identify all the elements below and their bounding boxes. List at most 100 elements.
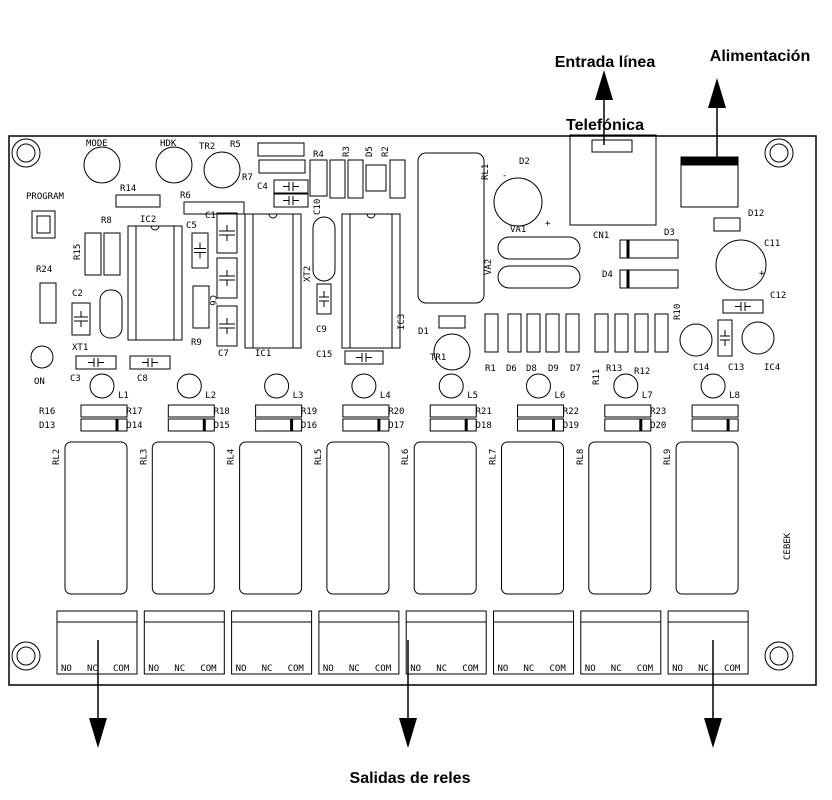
label-rl1: RL1 bbox=[481, 164, 491, 180]
crystal-oscillator bbox=[99, 289, 123, 339]
resistor-r17 bbox=[167, 404, 215, 418]
mount-hole-bl-inner bbox=[16, 646, 36, 666]
diode-d14 bbox=[167, 418, 215, 432]
hdk-button bbox=[155, 146, 193, 184]
d8-diode bbox=[526, 313, 541, 353]
label-d8: D8 bbox=[526, 364, 537, 374]
callout-power: Alimentación bbox=[709, 48, 811, 65]
terminal-no-4: NO bbox=[323, 664, 334, 674]
on-led bbox=[30, 345, 54, 369]
resistor-r21 bbox=[517, 404, 564, 418]
r3b-resistor bbox=[347, 159, 364, 199]
tr1-transistor bbox=[433, 333, 471, 371]
callout-phone-line-line1: Entrada línea bbox=[554, 54, 656, 71]
terminal-com-1: COM bbox=[113, 664, 130, 674]
terminal-block-7 bbox=[580, 610, 662, 675]
diode-d19 bbox=[604, 418, 652, 432]
rl1-relay bbox=[417, 152, 485, 304]
terminal-nc-5: NC bbox=[436, 664, 447, 674]
label-mode: MODE bbox=[86, 139, 108, 149]
relay-rl3 bbox=[151, 441, 215, 595]
ic4-regulator bbox=[741, 321, 775, 355]
resistor-r23 bbox=[691, 404, 739, 418]
c14-capacitor bbox=[679, 323, 713, 357]
label-d9: D9 bbox=[548, 364, 559, 374]
label-c9: C9 bbox=[316, 325, 327, 335]
c4-capacitor bbox=[273, 179, 309, 194]
label-program: PROGRAM bbox=[26, 192, 65, 202]
label-hdk: HDK bbox=[160, 139, 177, 149]
terminal-no-7: NO bbox=[585, 664, 596, 674]
label-ic1: IC1 bbox=[255, 349, 271, 359]
d6-diode bbox=[507, 313, 522, 353]
terminal-com-5: COM bbox=[462, 664, 479, 674]
terminal-no-8: NO bbox=[672, 664, 683, 674]
label-resistor-r16: R16 bbox=[39, 407, 55, 417]
label-c5: C5 bbox=[186, 221, 197, 231]
mode-button bbox=[83, 146, 121, 184]
resistor-r20 bbox=[429, 404, 477, 418]
diode-d20 bbox=[691, 418, 739, 432]
terminal-nc-1: NC bbox=[87, 664, 98, 674]
diode-d16 bbox=[342, 418, 390, 432]
label-relay-rl4: RL4 bbox=[227, 449, 237, 465]
arrow-power-head bbox=[708, 78, 726, 108]
callout-phone-line: Entrada línea Telefónica bbox=[520, 10, 690, 157]
label-relay-rl5: RL5 bbox=[314, 449, 324, 465]
label-diode-d16: D16 bbox=[301, 421, 317, 431]
label-relay-rl2: RL2 bbox=[52, 449, 62, 465]
label-tr1: TR1 bbox=[430, 353, 446, 363]
relay-rl6 bbox=[413, 441, 477, 595]
d12-diode bbox=[713, 217, 741, 232]
terminal-com-8: COM bbox=[724, 664, 741, 674]
label-logo: CEBEK bbox=[783, 532, 793, 560]
label-resistor-r20: R20 bbox=[388, 407, 404, 417]
label-c13: C13 bbox=[728, 363, 744, 373]
arrow-phone-line-head bbox=[595, 70, 613, 100]
xt1-cap bbox=[75, 355, 117, 370]
terminal-com-3: COM bbox=[288, 664, 305, 674]
r1-resistor bbox=[484, 313, 499, 353]
va1-varistor bbox=[497, 236, 581, 260]
label-c3: C3 bbox=[70, 374, 81, 384]
led-l3 bbox=[264, 373, 290, 399]
label-r6: R6 bbox=[180, 191, 191, 201]
mount-hole-bl-outer bbox=[11, 641, 41, 671]
resistor-r19 bbox=[342, 404, 390, 418]
terminal-nc-7: NC bbox=[611, 664, 622, 674]
mount-hole-tr-outer bbox=[764, 138, 794, 168]
label-led-l1: L1 bbox=[118, 391, 129, 401]
label-diode-d18: D18 bbox=[476, 421, 492, 431]
label-resistor-r17: R17 bbox=[126, 407, 142, 417]
label-c2: C2 bbox=[72, 289, 83, 299]
terminal-block-6 bbox=[493, 610, 574, 675]
program-jumper bbox=[31, 210, 56, 239]
label-c8: C8 bbox=[137, 374, 148, 384]
terminal-com-7: COM bbox=[637, 664, 654, 674]
d3-diode bbox=[619, 239, 679, 259]
label-r7: R7 bbox=[242, 173, 253, 183]
callout-phone-line-line2: Telefónica bbox=[566, 117, 644, 134]
led-l6 bbox=[526, 373, 551, 399]
mount-hole-tr-inner bbox=[769, 143, 789, 163]
label-r3: R3 bbox=[342, 146, 352, 157]
terminal-block-5 bbox=[405, 610, 487, 675]
terminal-nc-3: NC bbox=[262, 664, 273, 674]
r15-resistor bbox=[84, 232, 102, 276]
label-c6: C6 bbox=[207, 295, 217, 306]
label-r5: R5 bbox=[230, 140, 241, 150]
board-outline bbox=[8, 135, 817, 686]
r14-resistor bbox=[115, 194, 161, 208]
label-diode-d13: D13 bbox=[39, 421, 55, 431]
r24-resistor bbox=[39, 282, 57, 324]
mount-hole-tl-inner bbox=[16, 143, 36, 163]
c11-capacitor bbox=[715, 239, 767, 291]
ic2-chip-notch bbox=[150, 225, 160, 231]
led-l8 bbox=[700, 373, 726, 399]
mount-hole-tl-outer bbox=[11, 138, 41, 168]
terminal-no-3: NO bbox=[236, 664, 247, 674]
ic3-chip-body bbox=[341, 213, 401, 349]
terminal-no-2: NO bbox=[148, 664, 159, 674]
label-cn1: CN1 bbox=[593, 231, 609, 241]
label-led-l6: L6 bbox=[555, 391, 566, 401]
